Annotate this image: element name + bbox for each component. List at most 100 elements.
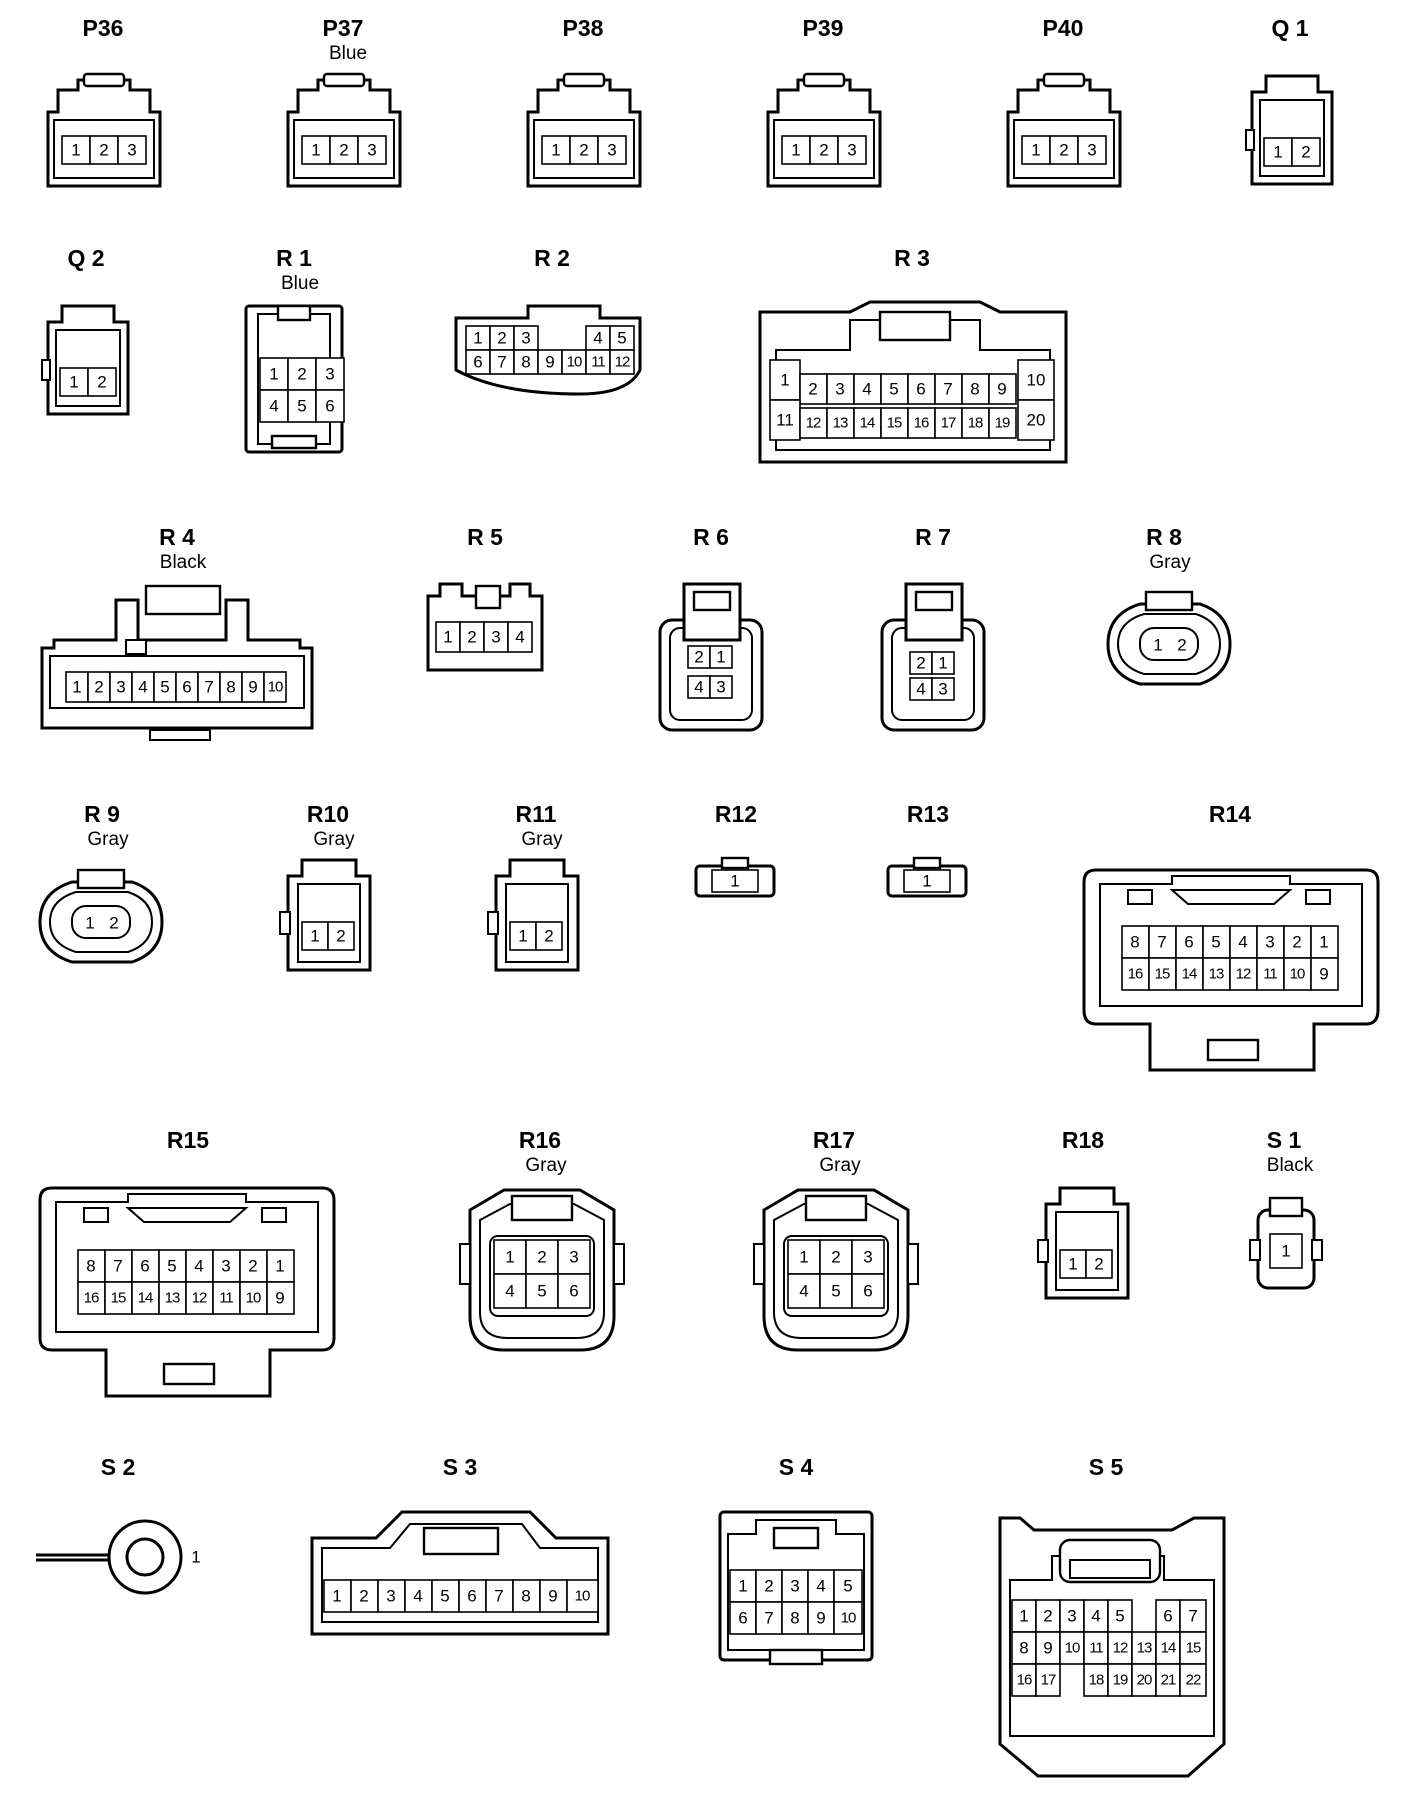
pin-grid: 2 1 4 3 (909, 651, 955, 701)
pin-number: 6 (569, 1282, 578, 1301)
pin-number: 2 (764, 1577, 773, 1596)
connector-r16: R16 Gray 1 2 3 4 5 6 (459, 1127, 625, 1352)
pin-number: 8 (970, 380, 979, 399)
pin-row: 1 2 (1059, 1249, 1113, 1279)
pin-number: 15 (1155, 966, 1170, 983)
pin-number: 3 (116, 678, 125, 697)
pin-number: 6 (738, 1609, 747, 1628)
pin-number: 4 (1238, 933, 1247, 952)
pin-number: 2 (94, 678, 103, 697)
pin-number: 3 (938, 680, 947, 699)
connector-p36: P36 1 2 3 (46, 15, 162, 188)
pin-number: 8 (790, 1609, 799, 1628)
pin-number: 2 (248, 1257, 257, 1276)
connector-label: R10 (307, 801, 349, 827)
pin-number: 5 (160, 678, 169, 697)
connector-p39: P39 1 2 3 (766, 15, 882, 188)
pin-grid: 1 2 3 4 5 6 (259, 357, 345, 423)
pin-number: 1 (1281, 1242, 1290, 1261)
pin-row: 1 2 (1153, 636, 1186, 655)
pin-number: 3 (521, 329, 530, 348)
connector-color: Gray (521, 829, 563, 850)
connector-color: Gray (313, 829, 355, 850)
pin-number: 19 (995, 415, 1010, 432)
pin-number: 6 (1163, 1607, 1172, 1626)
pin-number: 2 (537, 1248, 546, 1267)
connector-color: Blue (329, 43, 367, 64)
pin-number: 14 (1182, 966, 1197, 983)
pin-number: 5 (167, 1257, 176, 1276)
pin-number: 7 (764, 1609, 773, 1628)
connector-label: S 2 (101, 1454, 136, 1480)
pin-number: 2 (819, 141, 828, 160)
connector-color: Black (160, 552, 207, 573)
pin-number: 10 (1065, 1640, 1080, 1657)
pin-number: 11 (591, 354, 605, 371)
pin-number: 2 (579, 141, 588, 160)
pin-number: 12 (192, 1290, 207, 1307)
pin-number: 3 (569, 1248, 578, 1267)
pin-number: 14 (1161, 1640, 1176, 1657)
connector-r5: R 5 1 2 3 4 (426, 524, 544, 672)
connector-label: R16 (519, 1127, 561, 1153)
pin-number: 8 (1130, 933, 1139, 952)
pin-number: 4 (694, 678, 703, 697)
pin-number: 1 (1153, 636, 1162, 655)
connector-p37: P37 Blue 1 2 3 (286, 15, 402, 188)
pin-number: 1 (275, 1257, 284, 1276)
connector-label: R 3 (894, 245, 930, 271)
connector-label: R12 (715, 801, 757, 827)
pin-number: 9 (545, 353, 554, 372)
pin-number: 9 (816, 1609, 825, 1628)
pin-number: 2 (336, 927, 345, 946)
pin-number: 4 (515, 628, 524, 647)
connector-label: P37 (323, 15, 364, 41)
pin-number: 2 (297, 365, 306, 384)
pin-number: 16 (1128, 966, 1143, 983)
pin-grid: 1 2 3 4 5 6 7 8 9 10 11 12 13 14 15 16 1… (1011, 1599, 1207, 1697)
pin-row: 1 2 (301, 921, 355, 951)
connector-r14: R14 8 7 6 5 4 3 2 1 16 15 14 13 12 11 10… (1082, 801, 1380, 1072)
pin-number: 1 (505, 1248, 514, 1267)
pin-number: 3 (790, 1577, 799, 1596)
pin-number: 1 (473, 329, 482, 348)
pin-number: 5 (1211, 933, 1220, 952)
connector-label: R 4 (159, 524, 195, 550)
connector-q2: Q 2 1 2 (41, 245, 130, 416)
pin-number: 4 (413, 1587, 422, 1606)
connector-r2: R 2 1 2 3 4 5 6 7 8 9 10 11 12 (454, 245, 642, 396)
pin-number: 3 (863, 1248, 872, 1267)
pin-row: 1 2 (509, 921, 563, 951)
pin-number: 1 (738, 1577, 747, 1596)
pin-row: 1 2 3 (301, 135, 387, 165)
pin-row: 1 2 3 (541, 135, 627, 165)
pin-number: 11 (1263, 966, 1277, 983)
pin-number: 5 (537, 1282, 546, 1301)
connector-r13: R13 1 (886, 801, 968, 898)
pin-number: 1 (799, 1248, 808, 1267)
pin-number: 3 (1265, 933, 1274, 952)
pin-number: 4 (799, 1282, 808, 1301)
pin-row: 1 2 3 (781, 135, 867, 165)
pin-number: 1 (922, 872, 931, 891)
pin-number: 6 (916, 380, 925, 399)
pin-number: 1 (791, 141, 800, 160)
pin-number: 6 (863, 1282, 872, 1301)
connector-r10: R10 Gray 1 2 (279, 801, 372, 972)
pin-number: 17 (1041, 1672, 1056, 1689)
pin-number: 1 (1068, 1255, 1077, 1274)
pin-number: 1 (71, 141, 80, 160)
pin-row: 1 2 (59, 367, 117, 397)
connector-r7: R 7 2 1 4 3 (880, 524, 986, 732)
pin-number: 5 (831, 1282, 840, 1301)
connector-s5: S 5 1 2 3 4 5 6 7 8 9 10 11 12 13 14 15 … (998, 1454, 1226, 1778)
pin-row: 1 2 3 (1021, 135, 1107, 165)
connector-r3: R 3 1 2 3 4 5 6 7 8 9 10 11 12 13 14 15 … (758, 245, 1068, 464)
pin-number: 1 (716, 648, 725, 667)
pin-number: 2 (1292, 933, 1301, 952)
connector-label: S 1 (1267, 1127, 1302, 1153)
pin-number: 10 (268, 679, 283, 696)
pin-number: 8 (1019, 1639, 1028, 1658)
pin-number: 6 (473, 353, 482, 372)
pin-number: 16 (914, 415, 929, 432)
